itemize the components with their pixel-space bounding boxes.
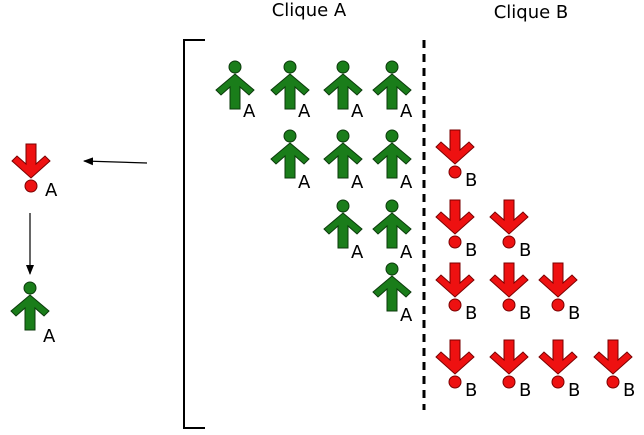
clique-b-arrow-icon [489, 262, 529, 312]
clique-a-node-label: A [400, 305, 413, 326]
red-arrow-icon [11, 143, 51, 193]
clique-a-node-label: A [351, 172, 364, 193]
clique-a-figures: A A A A A A A A A A [215, 60, 413, 326]
clique-a-node-label: A [351, 242, 364, 263]
clique-a-person-icon [372, 199, 412, 249]
clique-a-node-label: A [351, 101, 364, 122]
clique-b-arrow-icon [489, 339, 529, 389]
clique-a-node-label: A [298, 101, 311, 122]
clique-b-arrow-icon [435, 339, 475, 389]
clique-a-node-label: A [400, 101, 413, 122]
clique-b-node-label: B [465, 380, 477, 401]
clique-b-arrow-icon [489, 199, 529, 249]
legend-after-label: A [43, 326, 56, 347]
clique-b-arrow-icon [593, 339, 633, 389]
clique-b-arrow-icon [435, 199, 475, 249]
clique-b-arrow-icon [435, 262, 475, 312]
legend-red-figure [11, 143, 51, 193]
grouping-bracket [183, 39, 205, 429]
clique-b-node-label: B [465, 240, 477, 261]
clique-a-person-icon [372, 60, 412, 110]
clique-b-header: Clique B [494, 2, 569, 23]
clique-a-person-icon [270, 129, 310, 179]
clique-b-node-label: B [519, 240, 531, 261]
clique-a-person-icon [372, 129, 412, 179]
clique-b-figures: B B B B B B B B B B [435, 129, 635, 401]
clique-b-node-label: B [623, 380, 635, 401]
clique-b-node-label: B [568, 380, 580, 401]
pointer-arrow [83, 157, 148, 166]
clique-a-person-icon [323, 129, 363, 179]
clique-a-header: Clique A [272, 0, 347, 21]
clique-a-person-icon [372, 262, 412, 312]
clique-a-node-label: A [400, 172, 413, 193]
clique-b-node-label: B [465, 303, 477, 324]
clique-a-person-icon [215, 60, 255, 110]
clique-a-node-label: A [298, 172, 311, 193]
clique-b-node-label: B [519, 380, 531, 401]
clique-a-node-label: A [400, 242, 413, 263]
clique-b-node-label: B [465, 170, 477, 191]
clique-a-node-label: A [243, 101, 256, 122]
clique-b-arrow-icon [538, 339, 578, 389]
legend-before-label: A [45, 180, 58, 201]
clique-a-person-icon [323, 199, 363, 249]
clique-b-arrow-icon [435, 129, 475, 179]
clique-b-node-label: B [519, 303, 531, 324]
clique-b-arrow-icon [538, 262, 578, 312]
clique-a-person-icon [323, 60, 363, 110]
clique-b-node-label: B [568, 303, 580, 324]
clique-a-person-icon [270, 60, 310, 110]
green-person-icon [10, 281, 50, 331]
legend-green-figure [10, 281, 50, 331]
